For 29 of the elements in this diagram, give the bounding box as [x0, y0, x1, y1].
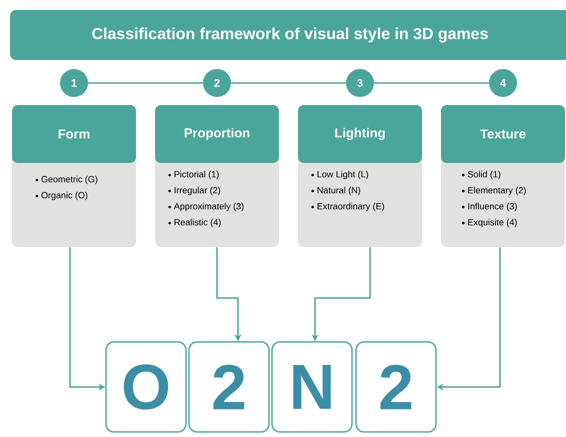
list-item: Pictorial (1)	[168, 170, 219, 180]
list-item: Organic (O)	[36, 192, 88, 200]
letter-box: N	[271, 341, 353, 433]
category-card	[441, 104, 565, 247]
list-item: Low Light (L)	[311, 170, 368, 180]
card-heading: Form	[58, 129, 90, 138]
connector-line	[231, 82, 346, 84]
list-item: Extraordinary (E)	[311, 202, 384, 212]
title-banner: Classification framework of visual style in 3D games	[10, 10, 566, 60]
list-item: Elementary (2)	[462, 186, 526, 196]
list-item: Natural (N)	[311, 186, 360, 196]
card-heading: Lighting	[335, 128, 385, 140]
category-card	[155, 104, 279, 247]
letter-box: O	[105, 341, 187, 433]
list-item: Influence (3)	[462, 202, 517, 212]
connector-line	[374, 82, 489, 84]
list-item: Geometric (G)	[36, 176, 98, 184]
list-item: Realistic (4)	[168, 218, 221, 228]
connector-line	[88, 82, 203, 84]
list-item: Irregular (2)	[168, 186, 220, 196]
category-card	[298, 104, 422, 247]
list-item: Solid (1)	[462, 170, 500, 180]
letter-box: 2	[188, 341, 270, 433]
card-heading: Proportion	[184, 128, 250, 140]
list-item: Exquisite (4)	[462, 218, 517, 228]
letter-box: 2	[355, 341, 437, 433]
card-heading: Texture	[480, 129, 526, 138]
category-card	[12, 104, 136, 247]
list-item: Approximately (3)	[168, 202, 244, 212]
